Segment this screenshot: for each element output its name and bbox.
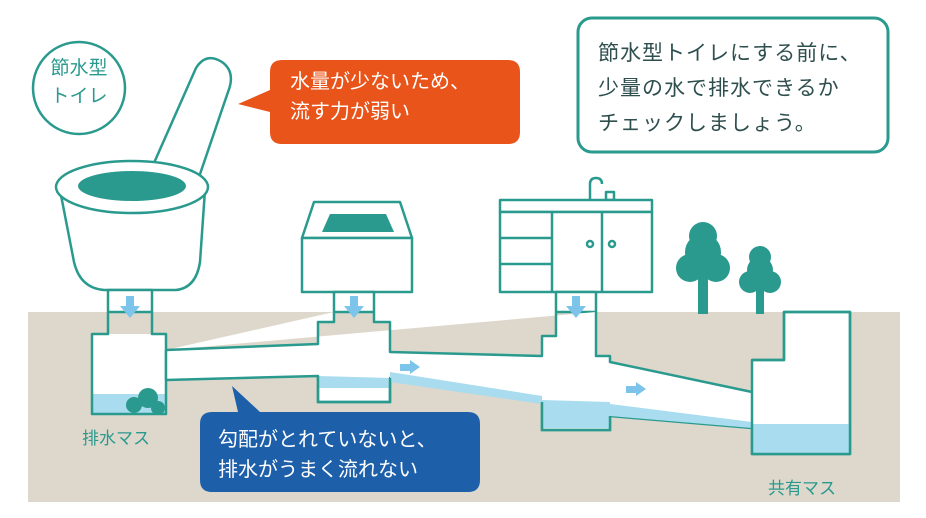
debris-icon	[126, 388, 165, 415]
water-flow	[752, 424, 850, 454]
toilet-type-badge	[31, 40, 127, 136]
flow-arrow-icon	[400, 360, 420, 374]
sink-cabinet-icon	[498, 176, 654, 314]
orange-callout-text: 水量が少ないため、 流す力が弱い	[290, 69, 470, 123]
flow-arrow-icon	[120, 296, 140, 318]
tip-box-text: 節水型トイレにする前に、 少量の水で排水できるか チェックしましょう。	[598, 41, 862, 135]
flow-arrow-icon	[566, 296, 586, 318]
toilet-icon	[54, 56, 233, 314]
right-basin-label: 共有マス	[768, 479, 836, 499]
washing-machine-icon	[300, 200, 414, 314]
left-basin-label: 排水マス	[82, 429, 150, 449]
water-flow	[610, 404, 752, 428]
tip-box	[576, 16, 890, 154]
tree-icon	[676, 222, 730, 314]
water-flow	[318, 376, 390, 388]
toilet-type-label: 節水型 トイレ	[50, 57, 108, 107]
blue-callout-shape	[200, 386, 480, 492]
flow-arrow-icon	[626, 382, 646, 396]
water-flow	[542, 400, 610, 428]
orange-callout-shape	[238, 60, 520, 144]
water-flow	[390, 372, 542, 404]
blue-callout-text: 勾配がとれていないと、 排水がうまく流れない	[218, 427, 437, 481]
tree-icon	[739, 246, 781, 314]
flow-arrow-icon	[344, 296, 364, 318]
